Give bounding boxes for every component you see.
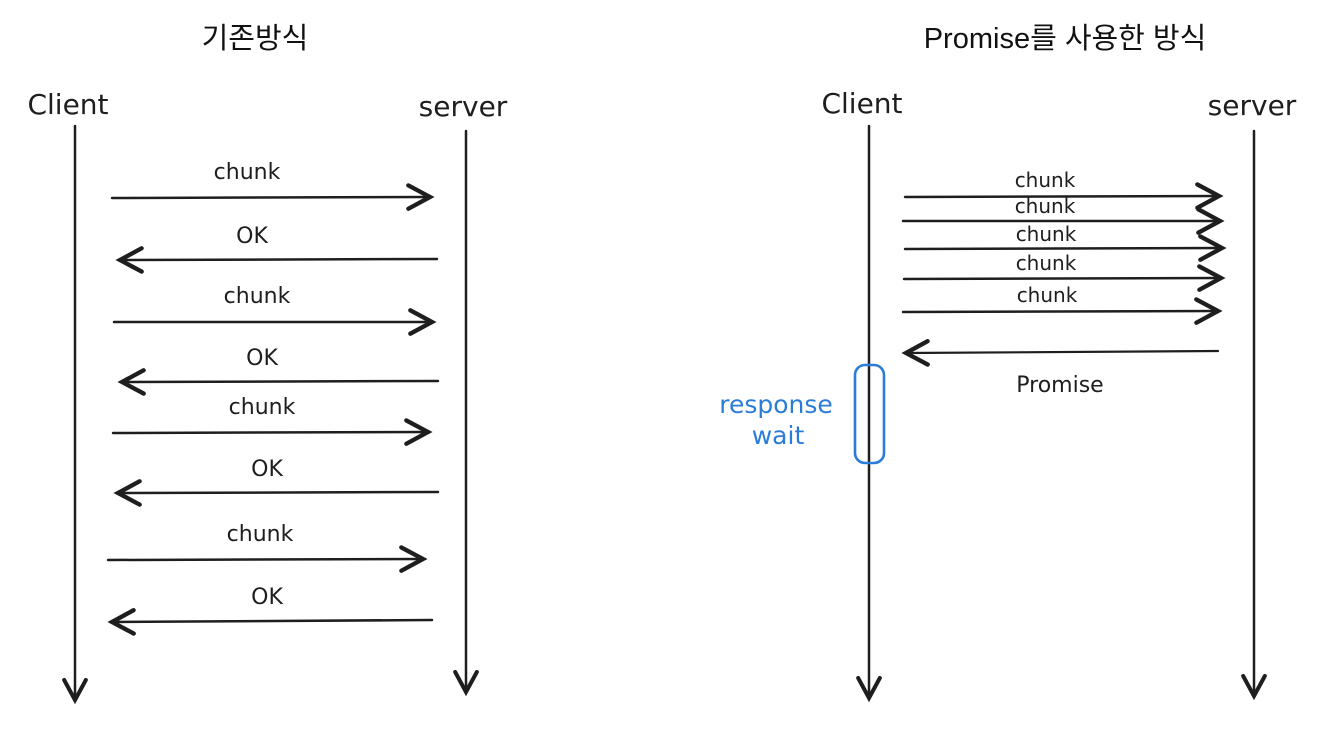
message-arrow-right [106, 545, 428, 573]
message-arrow-right [111, 418, 433, 446]
left-server-label: server [419, 90, 508, 123]
message-label: OK [236, 224, 268, 249]
message-arrow-right [110, 183, 435, 211]
message-label: Promise [1016, 373, 1103, 398]
message-arrow-right [903, 182, 1224, 210]
right-diagram-title: Promise를 사용한 방식 [924, 23, 1207, 55]
right-diagram: Promise를 사용한 방식 Client server chunk chun… [719, 23, 1297, 703]
message-label: chunk [1015, 194, 1076, 218]
message-label: chunk [1016, 222, 1077, 246]
message-arrow-right [902, 264, 1226, 292]
message-label: chunk [1016, 251, 1077, 275]
message-label: chunk [214, 160, 281, 185]
message-arrow-left [901, 339, 1220, 367]
message-arrow-right [901, 297, 1223, 325]
response-wait-activation-box [853, 363, 886, 465]
message-arrow-left [115, 246, 439, 274]
message-arrow-left [107, 608, 434, 636]
message-label: chunk [224, 284, 291, 309]
message-label: chunk [1015, 168, 1076, 192]
message-arrow-left [117, 368, 440, 396]
right-server-label: server [1208, 89, 1297, 122]
message-label: chunk [229, 395, 296, 420]
right-client-label: Client [821, 87, 902, 120]
left-client-label: Client [27, 88, 108, 121]
response-wait-note-line2: wait [752, 421, 805, 450]
message-label: OK [251, 585, 283, 610]
message-label: chunk [1017, 283, 1078, 307]
message-label: OK [246, 346, 278, 371]
message-label: OK [251, 457, 283, 482]
message-arrow-right [903, 234, 1227, 262]
response-wait-note-line1: response [719, 390, 833, 419]
left-diagram-title: 기존방식 [202, 23, 309, 55]
left-diagram: 기존방식 Client server chunk OK chunk OK chu… [27, 23, 508, 705]
message-arrow-left [113, 479, 440, 507]
message-label: chunk [227, 522, 294, 547]
